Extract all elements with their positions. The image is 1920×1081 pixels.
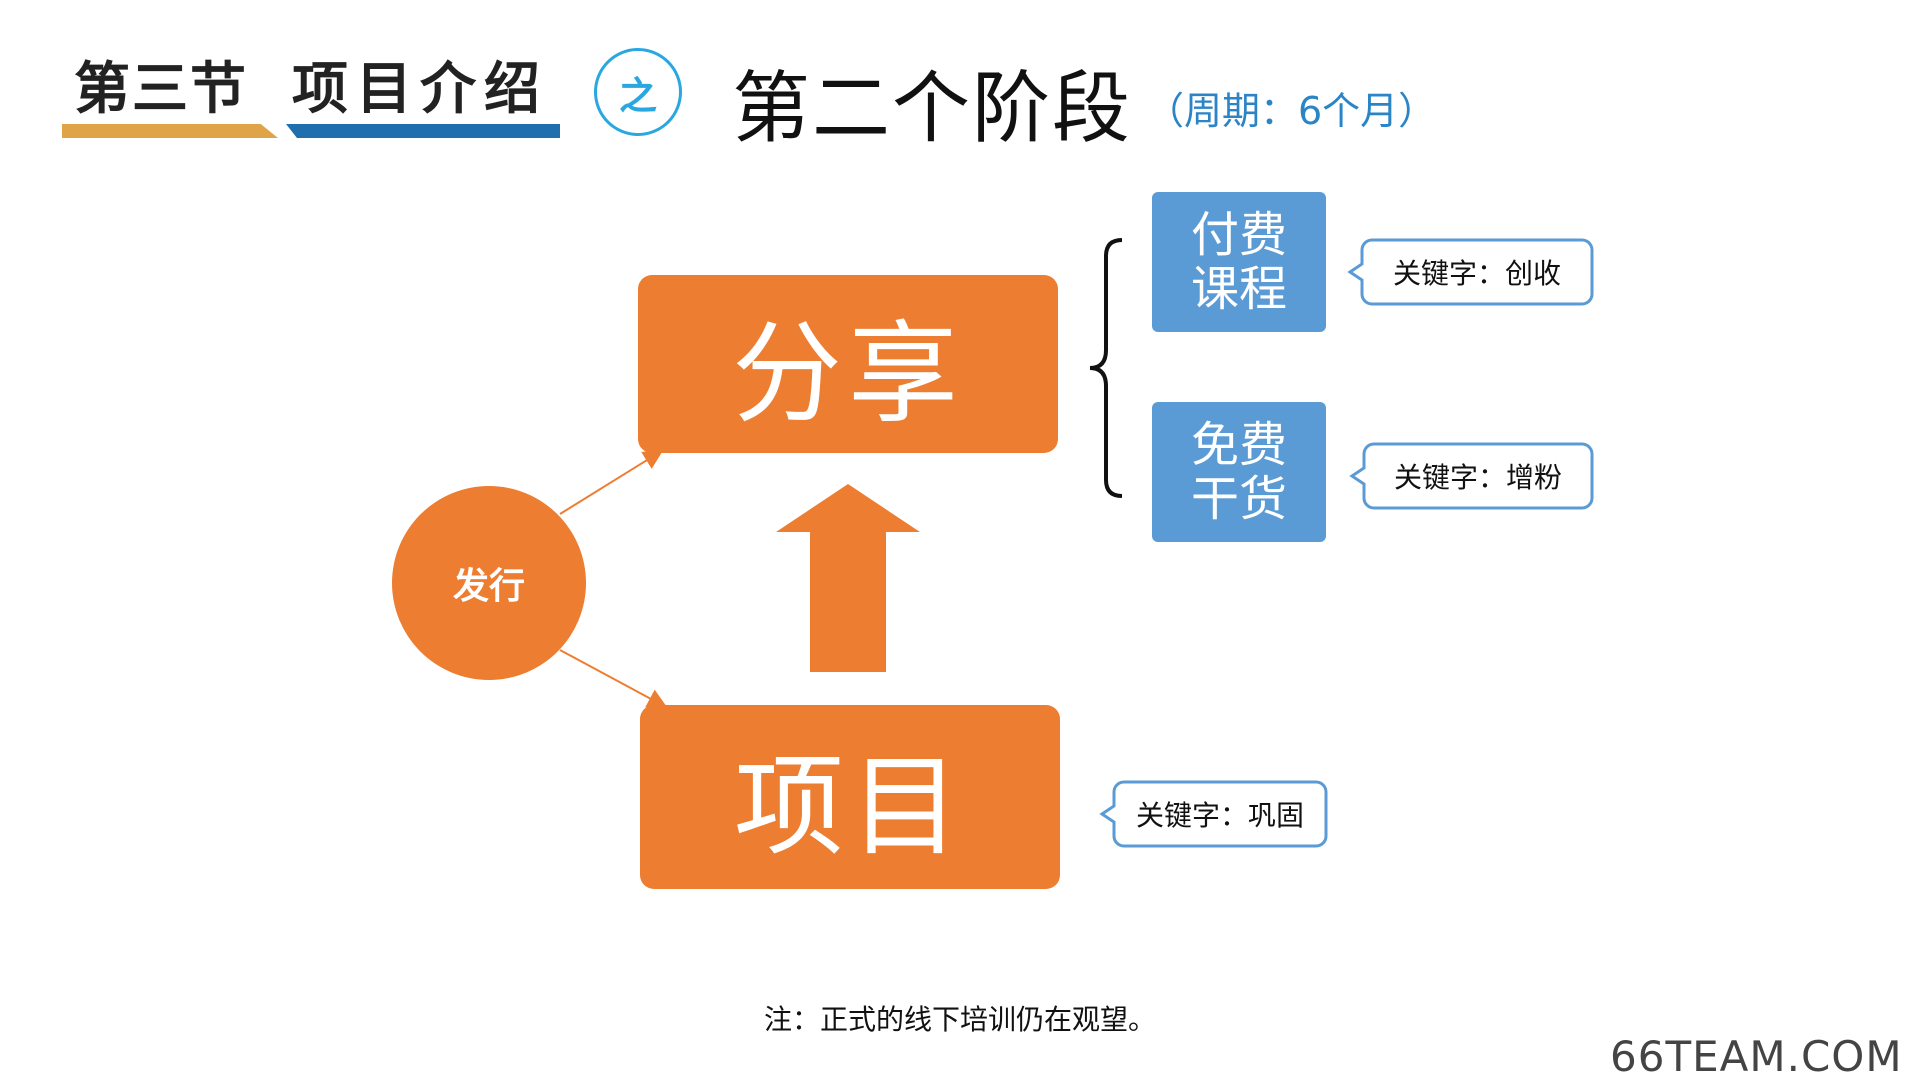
arrow-to-project (559, 649, 668, 708)
share-label: 分享 (732, 310, 964, 438)
paid-course-box: 付费 课程 (1152, 192, 1326, 332)
section-label: 第三节 (74, 57, 248, 122)
blue-underline (286, 124, 560, 138)
callout-free: 关键字：增粉 (1349, 442, 1594, 510)
keyword-project: 关键字：巩固 (1136, 799, 1304, 832)
period-label: （周期：6个月） (1146, 89, 1437, 133)
keyword-free: 关键字：增粉 (1394, 461, 1562, 494)
connector-text: 之 (618, 73, 657, 118)
brand-watermark: 66TEAM.COM (1610, 1032, 1903, 1081)
paid-course-line-1: 付费 (1190, 207, 1287, 263)
connector-circle-icon: 之 (594, 48, 682, 136)
footer-note: 注：正式的线下培训仍在观望。 (763, 1003, 1156, 1036)
curly-brace (1089, 238, 1123, 498)
release-label: 发行 (452, 566, 525, 607)
arrow-to-share (559, 449, 664, 515)
free-content-line-1: 免费 (1190, 417, 1287, 473)
paid-course-line-2: 课程 (1190, 261, 1287, 317)
keyword-paid: 关键字：创收 (1393, 257, 1561, 290)
up-block-arrow (776, 484, 920, 672)
free-content-box: 免费 干货 (1152, 402, 1326, 542)
share-box: 分享 (638, 275, 1058, 453)
callout-paid: 关键字：创收 (1347, 238, 1594, 306)
project-box: 项目 (640, 705, 1060, 889)
free-content-line-2: 干货 (1190, 471, 1287, 527)
gold-underline (62, 124, 278, 138)
project-label: 项目 (734, 743, 966, 871)
stage-title: 第二个阶段 (732, 64, 1133, 154)
release-circle: 发行 (392, 486, 586, 680)
project-intro-label: 项目介绍 (292, 57, 548, 122)
callout-project: 关键字：巩固 (1099, 780, 1328, 848)
